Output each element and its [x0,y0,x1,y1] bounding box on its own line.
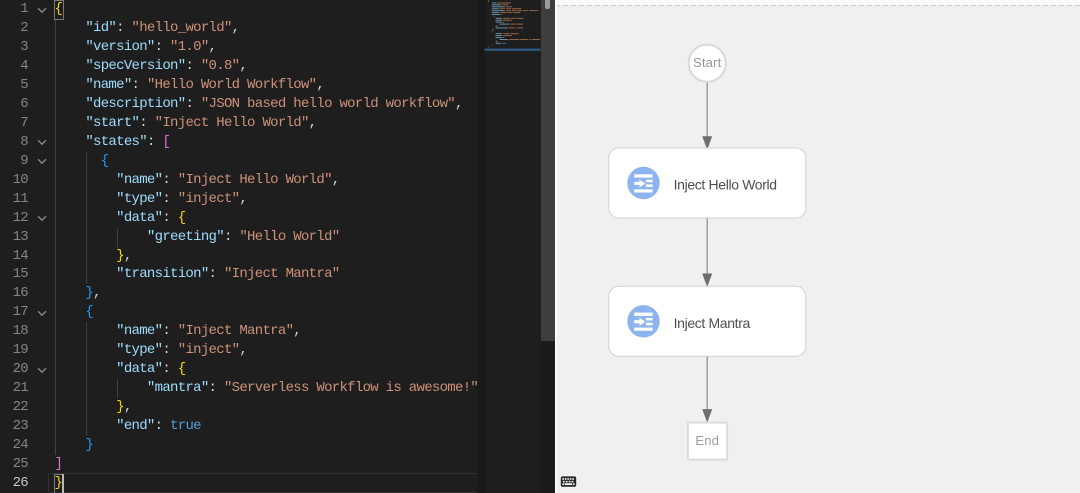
svg-text:End: End [695,433,719,448]
svg-text:Inject Mantra: Inject Mantra [673,315,750,331]
svg-text:Start: Start [693,55,722,70]
svg-text:Inject Hello World: Inject Hello World [673,177,776,193]
